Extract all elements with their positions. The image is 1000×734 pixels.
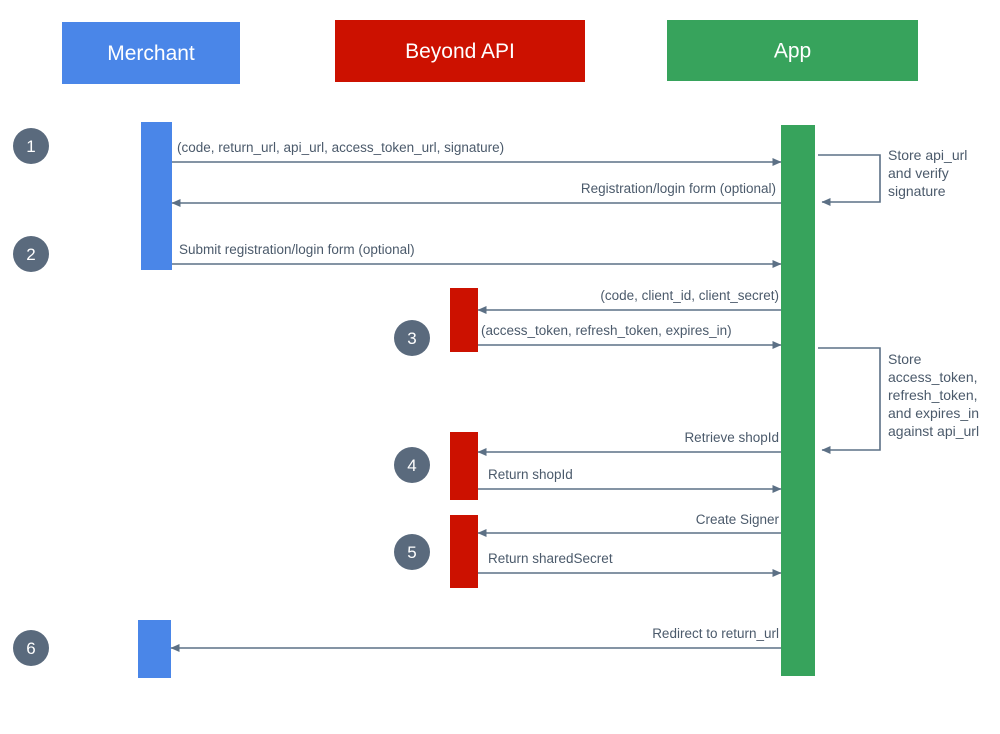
message-label-msg-3: Submit registration/login form (optional… bbox=[179, 242, 415, 257]
step-circle-3 bbox=[394, 320, 430, 356]
self-message-note-line: and expires_in bbox=[888, 405, 979, 421]
step-marker-3[interactable]: 3 bbox=[394, 320, 430, 356]
step-marker-5[interactable]: 5 bbox=[394, 534, 430, 570]
self-message-note-line: refresh_token, bbox=[888, 387, 978, 403]
lifeline-bar-merchant bbox=[138, 620, 171, 678]
step-circle-2 bbox=[13, 236, 49, 272]
message-msg-1: (code, return_url, api_url, access_token… bbox=[172, 140, 782, 166]
lifeline-bar-beyond_api bbox=[450, 288, 478, 352]
lifeline-bar-beyond_api bbox=[450, 432, 478, 500]
message-msg-9: Return sharedSecret bbox=[478, 551, 782, 577]
lifeline-bar-merchant bbox=[141, 122, 172, 270]
message-label-msg-1: (code, return_url, api_url, access_token… bbox=[177, 140, 504, 155]
actor-box-beyond_api[interactable]: Beyond API bbox=[335, 20, 585, 82]
self-loop-path-self-1 bbox=[818, 154, 881, 206]
message-msg-2: Registration/login form (optional) bbox=[171, 181, 781, 207]
self-message-note-line: Store api_url bbox=[888, 147, 967, 163]
step-circle-4 bbox=[394, 447, 430, 483]
actor-label-app: App bbox=[774, 40, 811, 63]
message-msg-3: Submit registration/login form (optional… bbox=[172, 242, 782, 268]
step-marker-4[interactable]: 4 bbox=[394, 447, 430, 483]
self-loop-path-self-2 bbox=[818, 347, 881, 454]
self-message-note-line: against api_url bbox=[888, 423, 979, 439]
self-message-note-line: and verify bbox=[888, 165, 949, 181]
message-label-msg-10: Redirect to return_url bbox=[652, 626, 779, 641]
message-msg-7: Return shopId bbox=[478, 467, 782, 493]
step-number-label: 6 bbox=[26, 639, 35, 658]
step-circle-5 bbox=[394, 534, 430, 570]
self-message-self-2: Store access_token, refresh_token,and expi… bbox=[818, 347, 979, 454]
step-number-label: 4 bbox=[407, 456, 416, 475]
message-label-msg-8: Create Signer bbox=[696, 512, 780, 527]
step-number-label: 2 bbox=[26, 245, 35, 264]
message-msg-5: (access_token, refresh_token, expires_in… bbox=[478, 323, 782, 349]
step-markers-layer: 1 2 3 4 5 6 bbox=[13, 128, 430, 666]
step-number-label: 3 bbox=[407, 329, 416, 348]
actor-box-fill-merchant bbox=[62, 22, 240, 84]
message-msg-10: Redirect to return_url bbox=[170, 626, 781, 652]
self-message-note-line: signature bbox=[888, 183, 946, 199]
message-label-msg-5: (access_token, refresh_token, expires_in… bbox=[481, 323, 732, 338]
self-message-note-self-2: Store access_token, refresh_token,and expi… bbox=[888, 351, 979, 439]
message-msg-4: (code, client_id, client_secret) bbox=[477, 288, 781, 314]
step-marker-1[interactable]: 1 bbox=[13, 128, 49, 164]
message-label-msg-7: Return shopId bbox=[488, 467, 573, 482]
actor-label-merchant: Merchant bbox=[107, 42, 195, 65]
step-circle-6 bbox=[13, 630, 49, 666]
message-label-msg-6: Retrieve shopId bbox=[684, 430, 779, 445]
actor-boxes-layer: Merchant Beyond API App bbox=[62, 20, 918, 84]
step-marker-6[interactable]: 6 bbox=[13, 630, 49, 666]
actor-box-merchant[interactable]: Merchant bbox=[62, 22, 240, 84]
message-label-msg-4: (code, client_id, client_secret) bbox=[600, 288, 779, 303]
message-label-msg-9: Return sharedSecret bbox=[488, 551, 613, 566]
message-msg-8: Create Signer bbox=[477, 512, 781, 537]
messages-layer: (code, return_url, api_url, access_token… bbox=[170, 140, 782, 652]
message-msg-6: Retrieve shopId bbox=[477, 430, 781, 456]
step-circle-1 bbox=[13, 128, 49, 164]
step-number-label: 1 bbox=[26, 137, 35, 156]
lifeline-bar-beyond_api bbox=[450, 515, 478, 588]
actor-label-beyond_api: Beyond API bbox=[405, 40, 515, 63]
actor-box-fill-beyond_api bbox=[335, 20, 585, 82]
step-marker-2[interactable]: 2 bbox=[13, 236, 49, 272]
self-message-note-line: access_token, bbox=[888, 369, 978, 385]
message-label-msg-2: Registration/login form (optional) bbox=[581, 181, 776, 196]
lifeline-bar-app bbox=[781, 125, 815, 676]
self-message-note-line: Store bbox=[888, 351, 922, 367]
step-number-label: 5 bbox=[407, 543, 416, 562]
actor-box-fill-app bbox=[667, 20, 918, 81]
actor-box-app[interactable]: App bbox=[667, 20, 918, 81]
lifelines-layer bbox=[138, 122, 815, 678]
